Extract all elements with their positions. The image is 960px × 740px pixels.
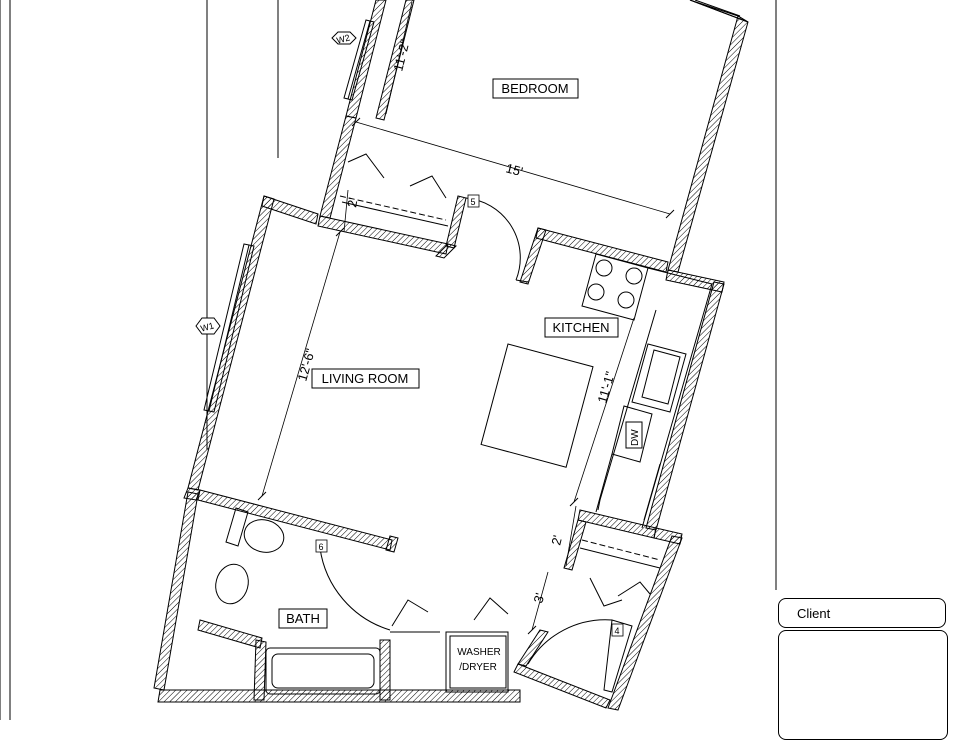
door-6-swing [319,547,391,631]
dishwasher-box [625,421,643,449]
dim-closet-depth: 2' [344,196,360,208]
bath-fixtures [215,507,509,695]
washer-dryer [449,635,507,689]
client-details-box [778,630,948,740]
living-room-label-box [311,368,420,389]
kitchen-island [480,343,594,468]
dishwasher-label: DW [630,429,641,446]
living-room-label: LIVING ROOM [322,371,409,386]
door-5-tag-box [467,194,480,208]
client-label: Client [797,606,831,621]
toilet [243,519,285,553]
kitchen-label: KITCHEN [552,320,609,335]
kitchen-walls [519,227,725,531]
dim-hall-depth: 3' [530,591,547,604]
kitchen-label-box [544,317,619,338]
dimension-lines [261,1,671,631]
w2-tag: W2 [335,33,351,46]
door-5 [465,197,529,283]
bedroom-label: BEDROOM [501,81,568,96]
client-field: Client [778,598,946,628]
door-6-tag-box [315,539,328,553]
bedroom-label-box [492,78,579,99]
window-w2 [343,19,375,101]
bath-walls [153,491,521,703]
hall-walls [513,509,683,711]
door-4-tag-box [611,623,624,637]
dimension-ticks [257,117,675,635]
bath-label-box [278,608,328,629]
closet-doors [339,153,449,227]
closet-4-details [527,539,661,693]
bathtub [265,647,381,695]
dim-hall-width: 2' [548,534,565,547]
floor-plan: BEDROOM LIVING ROOM KITCHEN BATH WASHER … [0,0,777,720]
washer-label: WASHER [457,647,501,658]
sink [215,563,249,605]
dim-kitchen-length: 11'-1" [594,369,617,404]
door-5-tag: 5 [470,197,475,207]
kitchen-counter [595,267,713,529]
w2-tag-hexagon [331,31,357,45]
w1-tag-hexagon [195,317,221,335]
window-w1 [203,243,255,413]
w1-tag: W1 [199,321,215,334]
bath-label: BATH [286,611,320,626]
dryer-label: /DRYER [459,662,497,673]
dim-bedroom-depth: 11'-2" [390,38,412,73]
door-6-tag: 6 [318,542,323,552]
stove [581,253,649,321]
bedroom-walls [317,0,749,273]
dim-bedroom-width: 15' [504,160,524,179]
door-4-tag: 4 [614,626,619,636]
